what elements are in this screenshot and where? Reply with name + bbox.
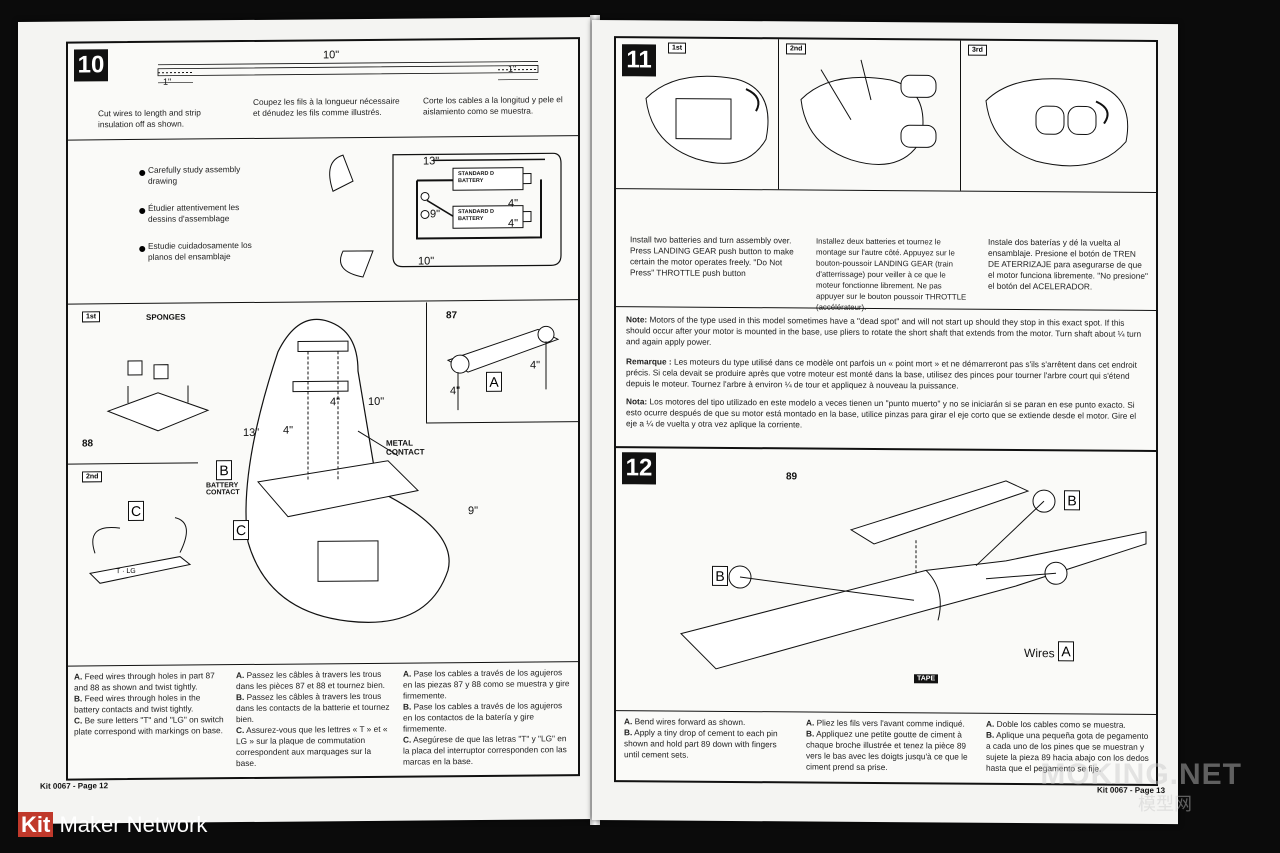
battery-contact-label: BATTERY CONTACT — [206, 482, 240, 497]
divider — [426, 302, 427, 423]
bullet-icon: ● — [138, 163, 147, 180]
instruction-frame-left: 10 10" 1" 1" Cut wires to length and str… — [66, 37, 580, 781]
wing-assembly-drawing — [680, 480, 1147, 670]
divider — [778, 39, 779, 190]
battery-label: STANDARD D BATTERY — [458, 170, 494, 185]
instruction-frame-right: 11 1st 2nd 3rd Install two batteries and… — [614, 36, 1158, 786]
letter-b-callout: B — [712, 565, 728, 586]
step11-text-fr: Installez deux batteries et tournez le m… — [816, 236, 967, 312]
part-88-label: 88 — [82, 438, 94, 450]
battery-install-drawing-1 — [645, 75, 769, 164]
network-text: Maker Network — [53, 812, 208, 837]
bullet-es: Estudie cuidadosamente los planos del en… — [148, 239, 252, 262]
divider — [616, 446, 1156, 452]
wires-label: Wires — [1024, 646, 1055, 661]
note-fr: Remarque : Les moteurs du type utilisé d… — [626, 356, 1137, 391]
bullet-icon: ● — [138, 201, 147, 218]
divider — [960, 40, 961, 191]
letter-a-callout: A — [486, 371, 502, 392]
step12-notes-fr: A. Pliez les fils vers l'avant comme ind… — [806, 717, 968, 773]
divider — [616, 710, 1156, 715]
main-dim-4a: 4" — [283, 424, 294, 437]
wire-dimension-diagram — [157, 61, 539, 84]
step-number-10: 10 — [74, 49, 108, 82]
bullet-icon: ● — [138, 239, 147, 256]
wiring-dim-13: 13" — [423, 155, 440, 168]
right-page: 11 1st 2nd 3rd Install two batteries and… — [592, 20, 1178, 825]
step12-notes-en: A. Bend wires forward as shown. B. Apply… — [624, 716, 778, 760]
step11-text-en: Install two batteries and turn assembly … — [630, 234, 794, 279]
letter-b-callout: B — [216, 460, 232, 481]
wiring-dim-9: 9" — [430, 208, 441, 221]
divider — [68, 462, 198, 465]
notes-fr: A. Passez les câbles à travers les trous… — [236, 668, 390, 769]
metal-contact-label: METAL CONTACT — [386, 438, 425, 457]
ordinal-2nd: 2nd — [82, 471, 103, 483]
bullet-fr: Étudier attentivement les dessins d'asse… — [148, 202, 240, 224]
moking-cn-watermark: 模型网 — [1138, 794, 1192, 814]
sponges-label: SPONGES — [146, 312, 186, 322]
kitmaker-watermark: Kit Maker Network — [18, 812, 207, 838]
notes-es: A. Pase los cables a través de los aguje… — [403, 667, 570, 767]
ordinal-1st: 1st — [668, 42, 687, 54]
dim-right: 1" — [508, 63, 517, 74]
letter-a-callout: A — [1058, 641, 1074, 662]
switch-plate-drawing: T · LG — [88, 517, 192, 584]
battery-install-drawing-3 — [985, 78, 1129, 167]
ordinal-2nd: 2nd — [786, 43, 807, 55]
dim-total: 10" — [323, 49, 340, 62]
ordinal-1st: 1st — [82, 311, 101, 323]
step-number-12: 12 — [622, 452, 656, 485]
sponges-drawing — [106, 360, 210, 432]
bullet-en: Carefully study assembly drawing — [148, 164, 241, 186]
battery-install-drawing-2 — [800, 59, 937, 165]
step11-text-es: Instale dos baterías y dé la vuelta al e… — [988, 236, 1148, 292]
left-page: 10 10" 1" 1" Cut wires to length and str… — [18, 16, 596, 824]
note-en: Note: Motors of the type used in this mo… — [626, 314, 1142, 347]
letter-c-callout: C — [233, 519, 249, 541]
step10-intro-es: Corte los cables a la longitud y pele el… — [423, 94, 563, 117]
step10-intro-en: Cut wires to length and strip insulation… — [98, 107, 201, 130]
battery-label: STANDARD D BATTERY — [458, 208, 494, 223]
detailA-dim-4a: 4" — [450, 385, 461, 398]
svg-text:T · LG: T · LG — [116, 568, 136, 575]
tape-label: TAPE — [914, 674, 939, 684]
letter-b-callout: B — [1064, 490, 1080, 511]
moking-watermark: MOKING.NET — [1040, 758, 1242, 791]
wiring-diagram — [329, 152, 562, 278]
step10-intro-fr: Coupez les fils à la longueur nécessaire… — [253, 95, 400, 118]
divider — [68, 299, 578, 305]
notes-en: A. Feed wires through holes in part 87 a… — [74, 670, 224, 737]
note-es: Nota: Los motores del tipo utilizado en … — [626, 396, 1137, 430]
kit-logo: Kit — [18, 812, 54, 837]
main-dim-4b: 4" — [330, 396, 341, 409]
wiring-dim-10: 10" — [418, 255, 435, 268]
part-87-drawing — [446, 325, 560, 411]
main-dim-9: 9" — [468, 504, 479, 518]
dim-left: 1" — [163, 76, 172, 87]
page-footer-left: Kit 0067 - Page 12 — [40, 781, 109, 791]
main-dim-13: 13" — [243, 426, 260, 440]
ordinal-3rd: 3rd — [968, 44, 987, 56]
detailA-dim-4b: 4" — [530, 359, 541, 372]
main-dim-10: 10" — [368, 395, 385, 408]
